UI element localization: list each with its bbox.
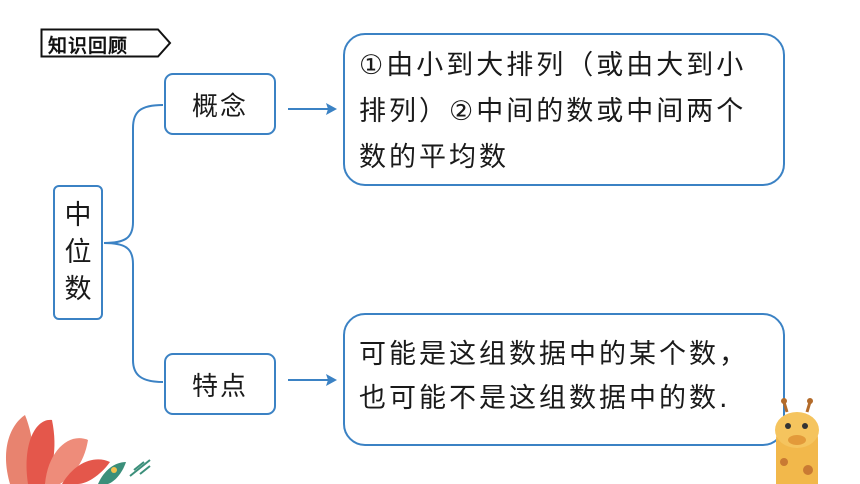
arrowhead-concept <box>326 103 337 115</box>
concept-description-box: ①由小到大排列（或由大到小排列）②中间的数或中间两个数的平均数 <box>343 33 785 186</box>
leaf-decoration-icon <box>5 415 151 484</box>
giraffe-icon <box>775 398 819 484</box>
feature-label: 特点 <box>191 371 248 402</box>
arrowhead-feature <box>326 374 337 386</box>
section-tag: 知识回顾 <box>40 28 172 58</box>
root-char-1: 中 <box>64 200 92 231</box>
concept-label: 概念 <box>191 91 248 122</box>
root-char-3: 数 <box>64 274 92 305</box>
section-tag-label: 知识回顾 <box>48 35 129 57</box>
feature-description-box: 可能是这组数据中的某个数，也可能不是这组数据中的数. <box>343 313 785 446</box>
bracket-connector <box>103 104 164 383</box>
tag-arrow-shape <box>40 28 172 58</box>
concept-node: 概念 <box>164 73 276 135</box>
root-char-2: 位 <box>64 237 92 268</box>
root-node: 中 位 数 <box>53 185 103 320</box>
feature-description: 可能是这组数据中的某个数，也可能不是这组数据中的数. <box>359 339 749 414</box>
concept-description: ①由小到大排列（或由大到小排列）②中间的数或中间两个数的平均数 <box>359 50 747 173</box>
feature-node: 特点 <box>164 353 276 415</box>
